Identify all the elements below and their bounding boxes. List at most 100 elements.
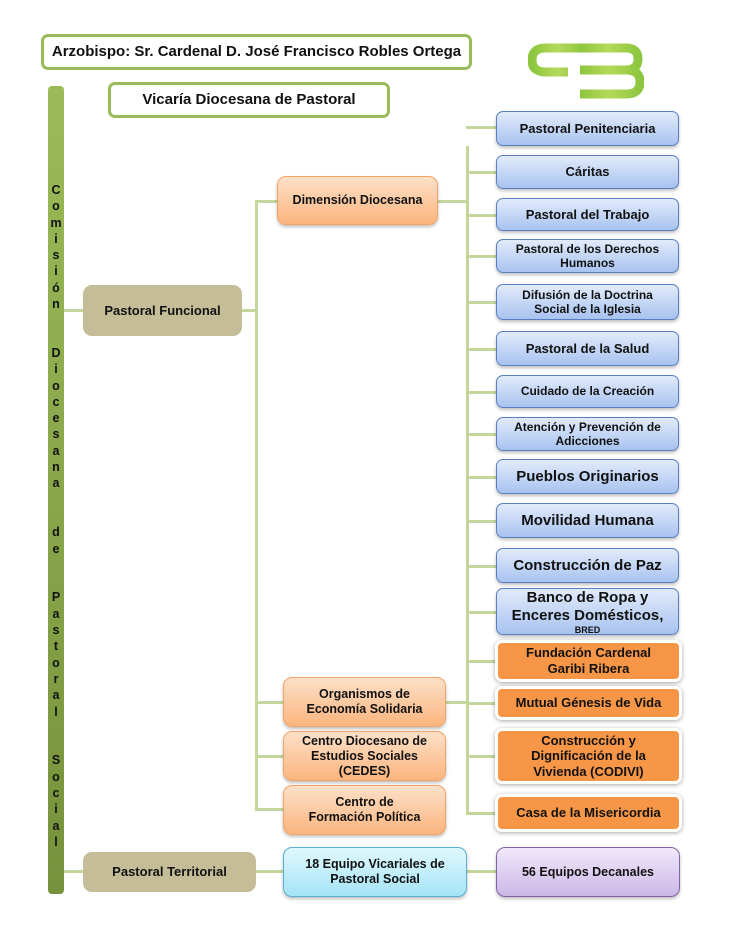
- connector: [255, 808, 283, 811]
- bred-note: BRED: [574, 624, 601, 635]
- dimension-item-label: Pueblos Originarios: [516, 467, 659, 485]
- sidebar-letter: s: [52, 623, 60, 638]
- connector: [466, 433, 496, 436]
- sidebar-letter: S: [51, 753, 61, 768]
- connector: [438, 200, 468, 203]
- sidebar-letter: ó: [52, 280, 60, 295]
- sidebar-letter: C: [51, 183, 61, 197]
- dimension-item-text: Banco de Ropa y Enceres Domésticos,BRED: [503, 589, 672, 635]
- sidebar-letter: i: [54, 231, 58, 246]
- dimension-diocesana-label: Dimensión Diocesana: [292, 193, 423, 207]
- dimension-item-text: Pastoral de los Derechos Humanos: [503, 242, 672, 271]
- sidebar-letter: t: [53, 639, 59, 654]
- dimension-item-label: Pastoral de la Salud: [525, 340, 650, 356]
- connector: [466, 660, 496, 663]
- dimension-item-text: Pastoral del Trabajo: [526, 207, 650, 223]
- sidebar-letter: s: [52, 427, 60, 442]
- organismo-item-box: Casa de la Misericordia: [495, 794, 682, 832]
- connector: [64, 870, 84, 873]
- organismo-item-label: Mutual Génesis de Vida: [515, 695, 662, 711]
- sidebar-letter: l: [54, 834, 58, 849]
- dimension-item-text: Difusión de la Doctrina Social de la Igl…: [503, 288, 672, 317]
- sidebar-letter: e: [52, 411, 60, 426]
- sidebar-letter: n: [52, 297, 60, 312]
- pastoral-penitenciaria-label: Pastoral Penitenciaria: [519, 120, 656, 136]
- connector: [466, 214, 496, 217]
- connector: [466, 565, 496, 568]
- dimension-item-label: Cáritas: [565, 164, 610, 180]
- pastoral-funcional-label: Pastoral Funcional: [104, 302, 221, 318]
- organismos-box: Organismos de Economía Solidaria: [283, 677, 446, 727]
- cps-logo-icon: [528, 42, 644, 99]
- sidebar-letter: r: [53, 671, 59, 686]
- sidebar-letter: o: [52, 655, 60, 670]
- sidebar-letter: [54, 573, 57, 589]
- sidebar-letter: o: [52, 378, 60, 393]
- pastoral-territorial-box: Pastoral Territorial: [83, 852, 256, 892]
- dimension-item-box: Difusión de la Doctrina Social de la Igl…: [496, 284, 679, 320]
- pastoral-funcional-box: Pastoral Funcional: [83, 285, 242, 336]
- sidebar-letter: o: [52, 199, 60, 214]
- dimension-item-box: Construcción de Paz: [496, 548, 679, 583]
- dimension-item-box: Pastoral de los Derechos Humanos: [496, 239, 679, 273]
- dimension-item-text: Pastoral de la Salud: [526, 341, 650, 357]
- dimension-item-box: Pastoral del Trabajo: [496, 198, 679, 231]
- formacion-politica-box: Centro de Formación Política: [283, 785, 446, 835]
- connector: [466, 126, 496, 129]
- dimension-item-label: Pastoral del Trabajo: [525, 206, 650, 222]
- dimension-item-box: Movilidad Humana: [496, 503, 679, 538]
- sidebar-letter: [54, 312, 57, 328]
- connector: [64, 309, 84, 312]
- sidebar-letter: c: [52, 785, 60, 800]
- connector: [466, 611, 496, 614]
- organismo-item-box: Construcción y Dignificación de la Vivie…: [495, 728, 682, 784]
- dimension-item-text: Cuidado de la Creación: [521, 384, 654, 398]
- sidebar-letter: a: [52, 688, 60, 703]
- vicariate-label: Vicaría Diocesana de Pastoral: [142, 91, 356, 108]
- sidebar-letter: d: [52, 525, 60, 540]
- connector: [446, 701, 468, 704]
- connector: [466, 255, 496, 258]
- connector: [466, 171, 496, 174]
- sidebar-letter: l: [54, 704, 58, 719]
- dimension-item-label: Cuidado de la Creación: [520, 384, 655, 399]
- connector: [466, 812, 496, 815]
- connector: [466, 146, 469, 815]
- cedes-label: Centro Diocesano de Estudios Sociales (C…: [301, 733, 428, 778]
- sidebar-letter: s: [52, 248, 60, 263]
- dimension-item-label: Pastoral de los Derechos Humanos: [515, 241, 660, 270]
- cedes-box: Centro Diocesano de Estudios Sociales (C…: [283, 731, 446, 781]
- connector: [255, 701, 283, 704]
- dimension-item-text: Pueblos Originarios: [516, 468, 659, 486]
- equipos-decanales-box: 56 Equipos Decanales: [496, 847, 680, 897]
- dimension-item-label: Banco de Ropa y Enceres Domésticos,: [511, 588, 664, 624]
- dimension-item-label: Difusión de la Doctrina Social de la Igl…: [522, 287, 653, 316]
- connector: [255, 200, 258, 810]
- sidebar-letter: P: [51, 590, 61, 605]
- connector: [466, 520, 496, 523]
- connector: [466, 755, 496, 758]
- sidebar-letter: i: [54, 264, 58, 279]
- dimension-item-box: Atención y Prevención de Adicciones: [496, 417, 679, 451]
- sidebar-letter: m: [50, 215, 62, 230]
- sidebar-letter: D: [51, 345, 61, 360]
- connector: [466, 348, 496, 351]
- dimension-item-text: Construcción de Paz: [513, 557, 661, 575]
- connector: [466, 391, 496, 394]
- organismo-item-label: Construcción y Dignificación de la Vivie…: [531, 732, 646, 779]
- connector: [255, 200, 278, 203]
- pastoral-penitenciaria-box: Pastoral Penitenciaria: [496, 111, 679, 146]
- sidebar-letter: [54, 508, 57, 524]
- sidebar-letter: n: [52, 460, 60, 475]
- sidebar-letter: e: [52, 541, 60, 556]
- organismo-item-label: Casa de la Misericordia: [516, 805, 661, 821]
- sidebar-letter: [54, 492, 57, 508]
- dimension-item-label: Construcción de Paz: [513, 556, 662, 574]
- dimension-item-box: Cuidado de la Creación: [496, 375, 679, 408]
- sidebar-letter: a: [52, 443, 60, 458]
- dimension-item-box: Pueblos Originarios: [496, 459, 679, 494]
- sidebar-letter: i: [54, 802, 58, 817]
- sidebar-letter: a: [52, 606, 60, 621]
- organismo-item-box: Fundación Cardenal Garibi Ribera: [495, 640, 682, 682]
